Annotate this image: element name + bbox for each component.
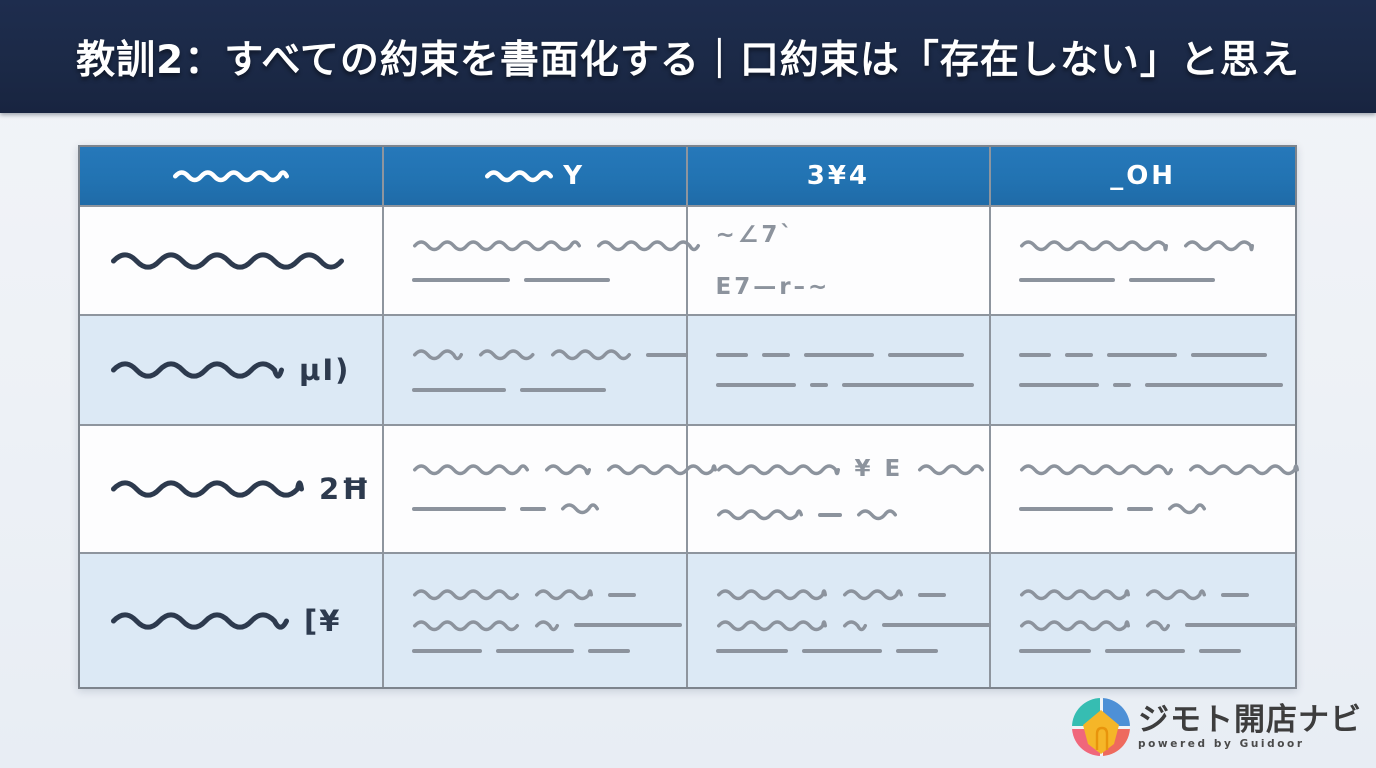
row-3-cell-2 (383, 426, 717, 554)
row-4-cell-2 (383, 554, 688, 687)
row-4-cell-4 (991, 554, 1298, 687)
page-title: 教訓2：すべての約束を書面化する｜口約束は「存在しない」と思え (76, 37, 1300, 83)
brand-tagline: powered by Guidoor (1138, 738, 1305, 751)
header-cell-2: Y (383, 147, 688, 207)
row-4-label: [¥ (80, 554, 384, 687)
row-3-cell-3: ¥ E (687, 426, 992, 554)
row-3-label: 2Ħ (80, 426, 384, 554)
row-2-cell-2 (383, 316, 706, 426)
row-1-cell-3: ~∠7`E7—r–~ (687, 207, 992, 316)
header-cell-3: 3¥4 (687, 147, 992, 207)
header-cell-1 (80, 147, 384, 207)
row-4-cell-3 (687, 554, 994, 687)
row-2-cell-3 (687, 316, 992, 426)
row-1-cell-2 (383, 207, 700, 316)
brand-logo-icon (1072, 698, 1130, 756)
row-2-label: µI) (80, 316, 384, 426)
brand-logo: ジモト開店ナビ powered by Guidoor (1072, 698, 1362, 756)
row-2-cell-4 (991, 316, 1295, 426)
row-1-cell-4 (991, 207, 1295, 316)
title-bar: 教訓2：すべての約束を書面化する｜口約束は「存在しない」と思え (0, 0, 1376, 113)
row-1-label (80, 207, 384, 316)
lessons-table: Y 3¥4 _OH ~∠7`E7—r–~ µI) 2Ħ ¥ E [¥ (78, 145, 1300, 689)
house-icon (1083, 710, 1119, 754)
header-cell-4: _OH (991, 147, 1295, 207)
brand-text-block: ジモト開店ナビ powered by Guidoor (1138, 704, 1362, 751)
brand-name: ジモト開店ナビ (1138, 701, 1362, 738)
row-3-cell-4 (991, 426, 1300, 554)
